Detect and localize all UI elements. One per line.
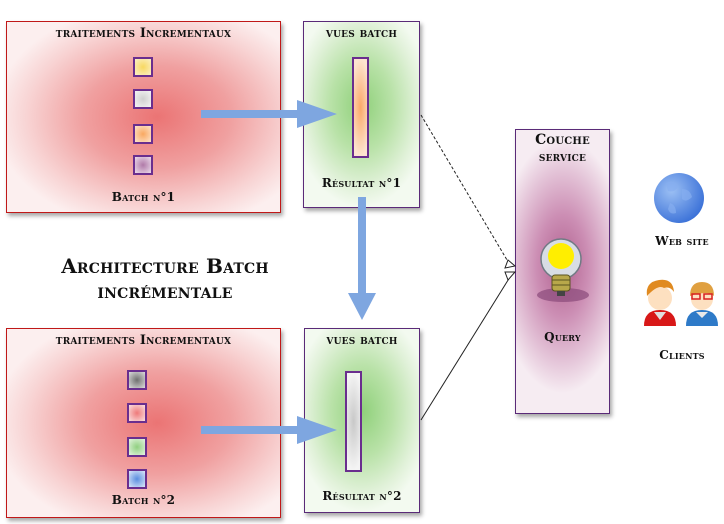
arrow-batch2-to-view2 — [201, 416, 337, 444]
clients-label: Clients — [659, 348, 705, 362]
batch-item — [133, 57, 153, 77]
result-bar — [345, 371, 362, 472]
diagram-title-line1: Architecture Batch — [61, 254, 269, 278]
globe-icon — [654, 173, 704, 223]
batch-item — [127, 403, 147, 423]
batch-box-2: traitements Incrementaux Batch n°2 — [6, 328, 281, 518]
batch-label: Batch n°1 — [111, 190, 176, 204]
query-label: Query — [544, 330, 581, 344]
result-label: Résultat n°1 — [321, 176, 402, 190]
batch-item — [133, 89, 153, 109]
batch-label: Batch n°2 — [111, 493, 176, 507]
batch-item — [133, 124, 153, 144]
batch-item — [127, 370, 147, 390]
result-label: Résultat n°2 — [322, 489, 402, 503]
dashed-connector — [420, 114, 511, 266]
batch-box-title: traitements Incrementaux — [55, 26, 232, 41]
batch-item — [127, 469, 147, 489]
result-bar — [352, 57, 369, 158]
batch-box-title: traitements Incrementaux — [55, 333, 232, 348]
view-box-2: vues batch Résultat n°2 — [304, 328, 420, 513]
diagram-title: Architecture Batch incrémentale — [40, 254, 290, 304]
clients-icon — [644, 279, 718, 326]
arrow-batch1-to-view1 — [201, 100, 337, 128]
connector-head-2 — [504, 271, 517, 281]
service-title-line1: Couche — [535, 132, 590, 148]
batch-item — [133, 155, 153, 175]
view-box-title: vues batch — [326, 333, 398, 348]
view-box-title: vues batch — [325, 26, 398, 41]
diagram-title-line2: incrémentale — [97, 279, 233, 303]
batch-item — [127, 437, 147, 457]
arrow-view1-to-view2 — [348, 197, 376, 320]
lightbulb-icon — [537, 238, 589, 302]
service-box: Couche service Query — [515, 129, 610, 414]
website-label: Web site — [655, 234, 709, 248]
service-title-line2: service — [538, 150, 587, 165]
solid-connector — [420, 276, 511, 421]
connector-head-1 — [504, 259, 517, 269]
